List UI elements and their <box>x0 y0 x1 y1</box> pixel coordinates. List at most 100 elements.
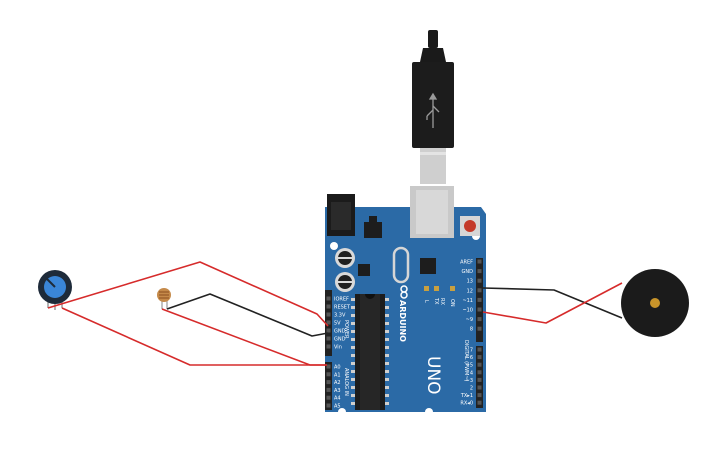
chip-pin <box>351 306 355 309</box>
reset-button[interactable] <box>460 216 480 236</box>
pin-label: A1 <box>334 372 341 378</box>
usb-symbol-icon <box>426 92 440 128</box>
analog-header-title: ANALOG IN <box>343 368 349 396</box>
chip-pin <box>385 362 389 365</box>
potentiometer[interactable] <box>38 270 72 310</box>
chip-pin <box>351 386 355 389</box>
chip-pin <box>385 354 389 357</box>
wire-pot-to-5v[interactable] <box>47 261 329 327</box>
wire-ldr-to-gnd[interactable] <box>166 293 329 337</box>
header-pin-hole[interactable] <box>326 320 331 325</box>
chip-pin <box>351 330 355 333</box>
digital-header-lower[interactable] <box>476 346 483 408</box>
header-pin-hole[interactable] <box>477 393 482 398</box>
power-header-title: POWER <box>343 320 349 339</box>
pin-label: Vin <box>334 345 342 351</box>
usb-cable[interactable] <box>412 30 454 184</box>
header-pin-hole[interactable] <box>477 297 482 302</box>
header-pin-hole[interactable] <box>477 269 482 274</box>
header-pin-hole[interactable] <box>477 385 482 390</box>
header-pin-hole[interactable] <box>326 296 331 301</box>
piezo-buzzer[interactable] <box>621 269 689 337</box>
header-pin-hole[interactable] <box>477 307 482 312</box>
photoresistor[interactable] <box>157 288 171 309</box>
mounting-hole <box>338 408 346 416</box>
led-rx-label: RX <box>439 298 445 305</box>
pin-label: A0 <box>334 365 341 371</box>
header-pin-hole[interactable] <box>326 304 331 309</box>
header-pin-hole[interactable] <box>477 317 482 322</box>
pin-label: ~5 <box>466 363 473 369</box>
chip-pin <box>351 314 355 317</box>
header-pin-hole[interactable] <box>326 395 331 400</box>
chip-pin <box>385 378 389 381</box>
wire-pot-to-a0[interactable] <box>61 307 327 366</box>
header-pin-hole[interactable] <box>326 387 331 392</box>
header-pin-hole[interactable] <box>326 336 331 341</box>
chip-pin <box>385 386 389 389</box>
voltage-regulator <box>364 222 382 238</box>
header-pin-hole[interactable] <box>477 288 482 293</box>
header-pin-hole[interactable] <box>477 259 482 264</box>
digital-header-title: DIGITAL (PWM~) <box>463 340 469 382</box>
header-pin-hole[interactable] <box>477 377 482 382</box>
wires[interactable] <box>47 261 623 366</box>
pin-label: RX◂0 <box>460 401 473 407</box>
uno-model-text: UNO <box>423 356 443 395</box>
header-pin-hole[interactable] <box>326 372 331 377</box>
microcontroller-chip <box>355 294 385 410</box>
header-pin-hole[interactable] <box>326 403 331 408</box>
pin-label: ~10 <box>462 308 473 314</box>
arduino-logo-text: ARDUINO <box>398 300 407 342</box>
header-pin-hole[interactable] <box>477 370 482 375</box>
header-pin-hole[interactable] <box>477 326 482 331</box>
crystal-oscillator <box>392 246 410 284</box>
led-on-icon <box>450 286 455 291</box>
header-pin-hole[interactable] <box>326 364 331 369</box>
pin-label: ~6 <box>466 355 473 361</box>
chip-pin <box>385 394 389 397</box>
header-pin-hole[interactable] <box>326 328 331 333</box>
chip-pin <box>385 346 389 349</box>
pin-label: 7 <box>470 348 473 354</box>
header-pin-hole[interactable] <box>477 400 482 405</box>
small-chip <box>358 264 370 276</box>
pin-label: GND <box>462 269 474 275</box>
header-pin-hole[interactable] <box>477 355 482 360</box>
pin-label: A4 <box>334 396 341 402</box>
pin-label: RESET <box>334 305 351 311</box>
header-pin-hole[interactable] <box>326 380 331 385</box>
wire-buzzer-to-gnd[interactable] <box>482 287 623 319</box>
chip-pin <box>351 354 355 357</box>
pin-label: 4 <box>470 370 473 376</box>
wire-buzzer-to-pin11[interactable] <box>482 282 623 324</box>
chip-pin <box>385 338 389 341</box>
chip-pin <box>351 402 355 405</box>
pin-label: ~11 <box>462 298 473 304</box>
header-pin-hole[interactable] <box>326 344 331 349</box>
led-l-label: L <box>423 300 429 303</box>
arduino-uno-board[interactable]: L TX RX ON ARDUINO UNO POWER ANALOG IN D… <box>325 186 486 416</box>
header-pin-hole[interactable] <box>477 362 482 367</box>
pin-label: A3 <box>334 388 341 394</box>
led-tx-label: TX <box>433 297 439 305</box>
chip-pin <box>351 378 355 381</box>
pin-label: 5V <box>334 321 341 327</box>
wire-ldr-to-a0[interactable] <box>161 308 327 366</box>
pin-label: 13 <box>467 279 473 285</box>
header-pin-hole[interactable] <box>326 312 331 317</box>
header-pin-hole[interactable] <box>477 278 482 283</box>
capacitor <box>335 272 355 292</box>
chip-pin <box>351 322 355 325</box>
pin-label: A5 <box>334 404 341 410</box>
chip-pin <box>385 298 389 301</box>
chip-pin <box>385 322 389 325</box>
pin-label: 3.3V <box>334 313 346 319</box>
analog-header[interactable] <box>325 362 332 410</box>
chip-pin <box>351 394 355 397</box>
chip-pin <box>385 402 389 405</box>
usb-cable-strain <box>428 30 438 48</box>
header-pin-hole[interactable] <box>477 347 482 352</box>
led-l-icon <box>424 286 429 291</box>
